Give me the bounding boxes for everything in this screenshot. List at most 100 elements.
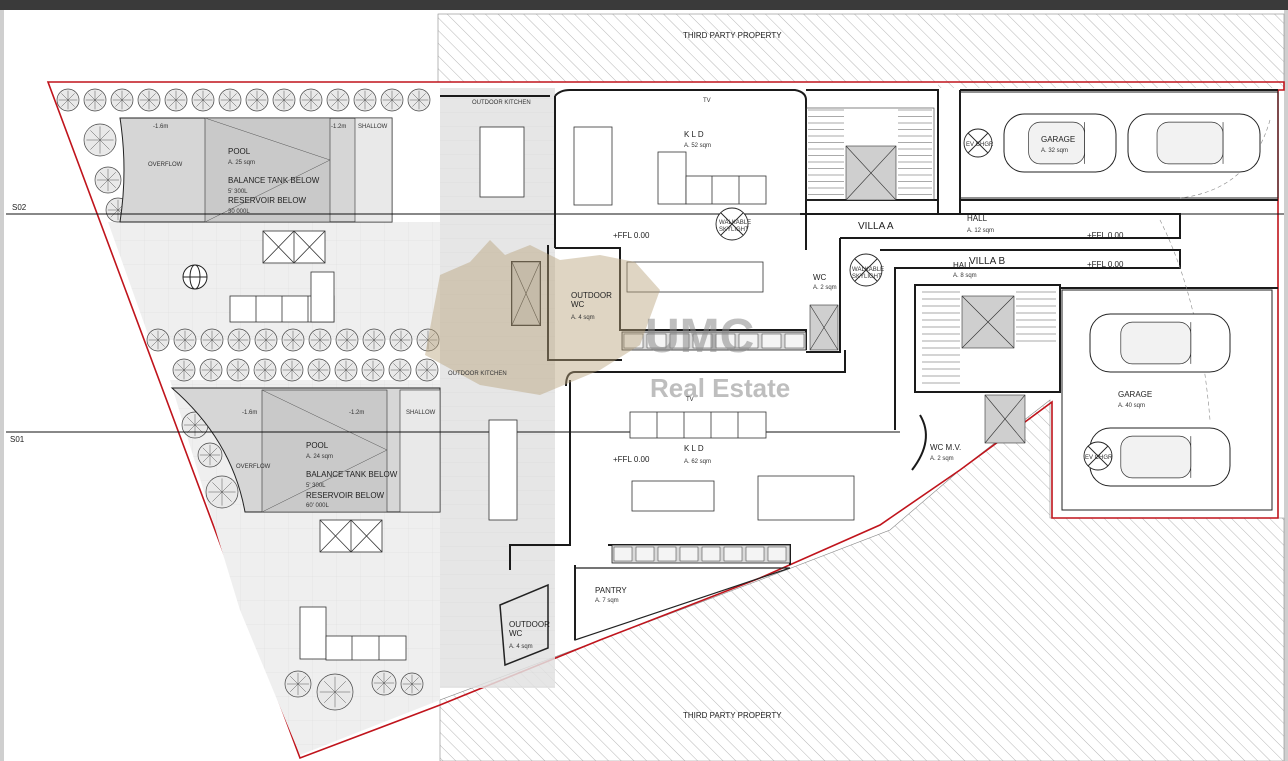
shrub (316, 673, 354, 711)
hall-a-ffl: +FFL 0.00 (1087, 231, 1124, 240)
shrub (353, 88, 377, 112)
garage-villa-b (1061, 219, 1273, 511)
reservoir-a-cap: 30 000L (228, 209, 250, 215)
shrub (83, 88, 107, 112)
shrub (164, 88, 188, 112)
skylight-panel (657, 546, 677, 562)
shrub (308, 328, 332, 352)
ev-charger-a-label: EV CHGR (966, 142, 994, 148)
kld-b-area: A. 62 sqm (684, 459, 711, 465)
ffl-b-label: +FFL 0.00 (613, 455, 650, 464)
balance-tank-a-cap: 5' 300L (228, 189, 248, 195)
reservoir-b-cap: 60' 000L (306, 503, 329, 509)
wc-mv-b-area: A. 2 sqm (930, 456, 954, 462)
shrub (281, 328, 305, 352)
garage-a-label: GARAGE (1041, 135, 1075, 144)
outdoor-kitchen-b-label: OUTDOOR KITCHEN (448, 371, 507, 377)
skylight-panel (669, 333, 690, 349)
shrub (407, 88, 431, 112)
overflow-a-label: OVERFLOW (148, 162, 183, 168)
third-party-top-zone (437, 13, 1285, 88)
skylight-panel (623, 333, 644, 349)
car-icon (1089, 313, 1231, 373)
shrub (191, 88, 215, 112)
staircase-villa-b (511, 261, 1026, 444)
shrub (226, 358, 250, 382)
depth-deep-b: -1.6m (242, 410, 257, 416)
viewer-top-bar (0, 0, 1288, 10)
hall-b-area: A. 8 sqm (953, 273, 977, 279)
kld-a-label: K L D (684, 130, 704, 139)
shrub (361, 358, 385, 382)
skylight-panel (784, 333, 805, 349)
overflow-b-label: OVERFLOW (236, 464, 271, 470)
outdoor-wc-villa-b (499, 583, 549, 667)
shrub (389, 328, 413, 352)
skylight-panel (701, 546, 721, 562)
skylight-panel (692, 333, 713, 349)
villa-b-title: VILLA B (969, 256, 1005, 267)
shrub (254, 328, 278, 352)
shrub (56, 88, 80, 112)
shrub (218, 88, 242, 112)
shrub (245, 88, 269, 112)
shrub (380, 88, 404, 112)
reservoir-b-label: RESERVOIR BELOW (306, 491, 385, 500)
reservoir-a-label: RESERVOIR BELOW (228, 196, 307, 205)
hall-b-ffl: +FFL 0.00 (1087, 260, 1124, 269)
skylight-panel (679, 546, 699, 562)
wc-mv-b-label: WC M.V. (930, 443, 961, 452)
skylight-panel (613, 546, 633, 562)
watermark-sub: Real Estate (650, 373, 790, 403)
balance-tank-a-label: BALANCE TANK BELOW (228, 176, 320, 185)
skylight-panel (715, 333, 736, 349)
shrub (388, 358, 412, 382)
kld-b-label: K L D (684, 444, 704, 453)
shrub (299, 88, 323, 112)
skylight-icon (849, 253, 883, 287)
car-icon (1003, 113, 1117, 173)
shrub (137, 88, 161, 112)
shrub (205, 475, 239, 509)
ev-charger-icon (1083, 441, 1113, 471)
section-marker-s01: S01 (10, 435, 25, 444)
shallow-b: SHALLOW (406, 410, 436, 416)
globe-icon (182, 264, 208, 290)
garage-b-label: GARAGE (1118, 390, 1152, 399)
skylight-panel (767, 546, 787, 562)
shrub (415, 358, 439, 382)
shrub (253, 358, 277, 382)
shrub (272, 88, 296, 112)
shrub (335, 328, 359, 352)
shrub (334, 358, 358, 382)
hall-b-label: HALL (953, 261, 974, 270)
pool-villa-b (170, 387, 441, 513)
pantry-room (574, 567, 791, 641)
section-marker-s02: S02 (12, 203, 27, 212)
shrub (197, 442, 223, 468)
villa-a-title: VILLA A (858, 221, 894, 232)
third-party-label-top: THIRD PARTY PROPERTY (683, 31, 782, 40)
shrub (83, 123, 117, 157)
shrub (110, 88, 134, 112)
tv-a-label: TV (703, 98, 711, 104)
shrub (227, 328, 251, 352)
skylight-panel (635, 546, 655, 562)
garage-a-area: A. 32 sqm (1041, 148, 1068, 154)
shallow-a: SHALLOW (358, 124, 388, 130)
wc-a-area: A. 2 sqm (813, 285, 837, 291)
shrub (326, 88, 350, 112)
balance-tank-b-cap: 5' 300L (306, 483, 326, 489)
ffl-a-label: +FFL 0.00 (613, 231, 650, 240)
tv-b-label: TV (686, 397, 694, 403)
depth-deep-a: -1.6m (153, 124, 168, 130)
shrub (199, 358, 223, 382)
hall-a-label: HALL (967, 214, 988, 223)
shrub (173, 328, 197, 352)
furniture (229, 126, 855, 661)
skylight-icon (715, 207, 749, 241)
skylight-panel (745, 546, 765, 562)
